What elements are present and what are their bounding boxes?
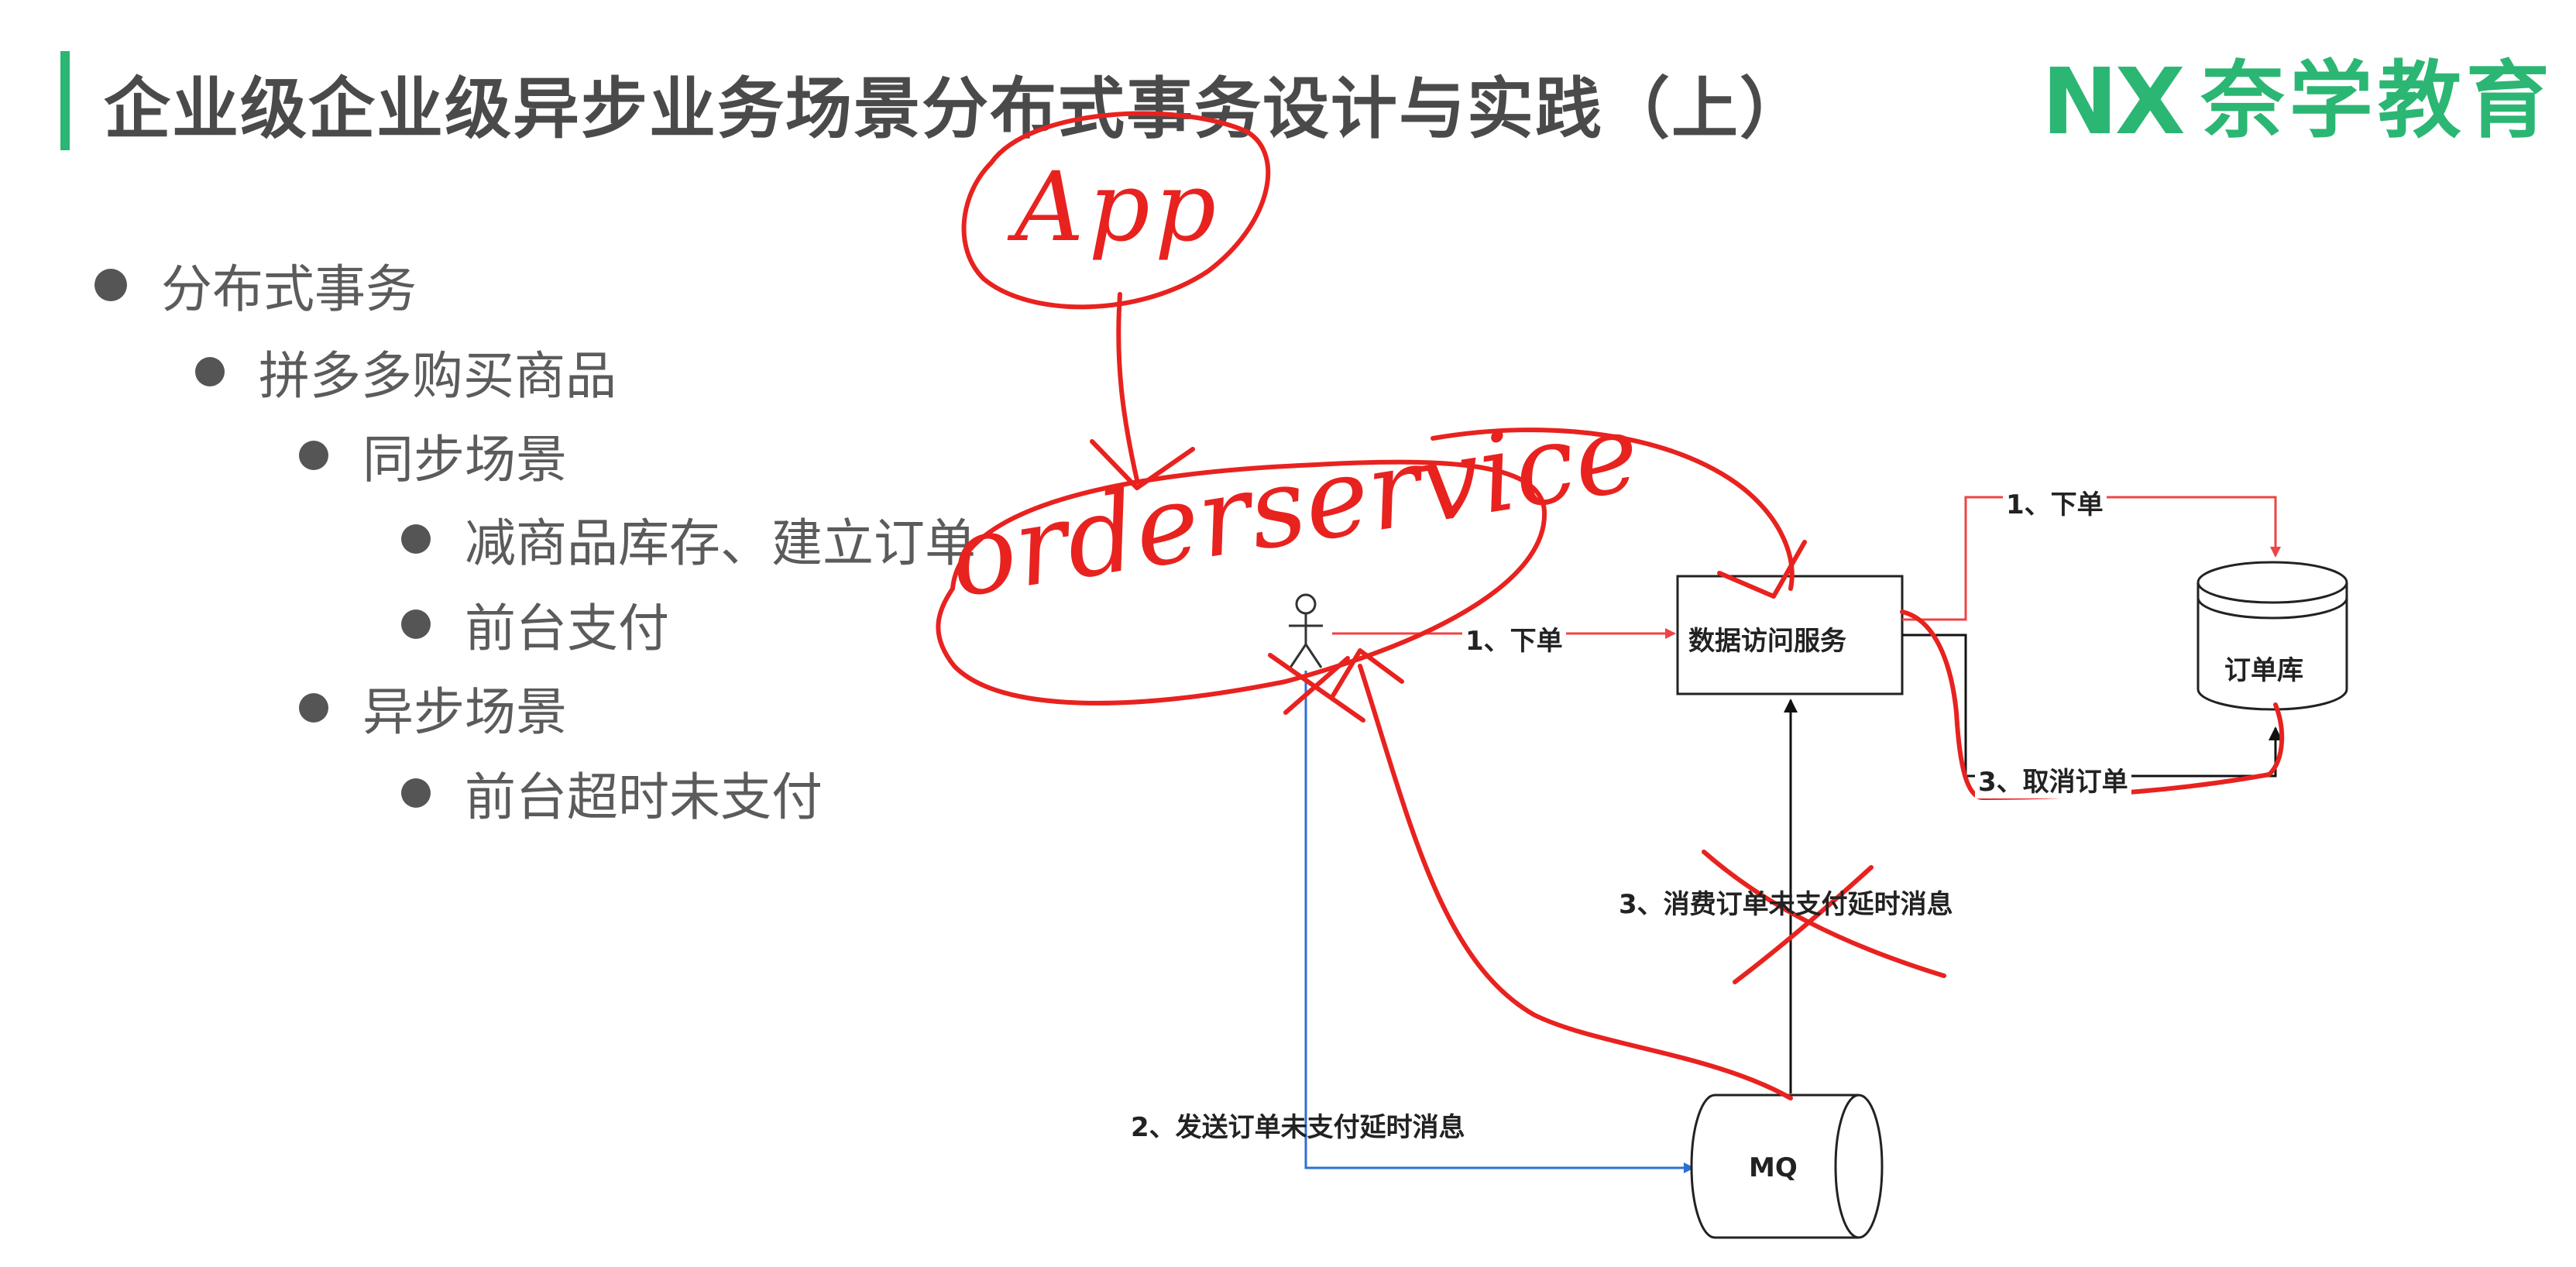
edge-label-place-order-db: 1、下单 — [2003, 483, 2107, 521]
app-circle-annotation — [961, 111, 1271, 310]
actor-icon — [1289, 593, 1323, 668]
data-service-label: 数据访问服务 — [1688, 626, 1846, 657]
mq-to-actor-annotation — [1358, 664, 1793, 1100]
outline-item: 分布式事务 — [94, 248, 417, 322]
outline-item: 异步场景 — [299, 671, 567, 745]
app-annotation-text: App — [1015, 152, 1221, 263]
mq-label: MQ — [1749, 1152, 1798, 1183]
mq-icon — [1690, 1094, 1884, 1239]
page-title: 企业级企业级异步业务场景分布式事务设计与实践（上） — [104, 70, 1808, 148]
bullet-dot-icon — [299, 693, 328, 723]
order-db-icon — [2196, 561, 2348, 711]
handwritten-annotations — [936, 111, 2285, 1100]
app-arrow-annotation — [1116, 292, 1139, 482]
logo-mark: NX — [2042, 48, 2186, 155]
outline-item-label: 分布式事务 — [161, 259, 417, 319]
bullet-dot-icon — [94, 269, 127, 301]
outline-item-label: 拼多多购买商品 — [259, 346, 617, 406]
outline-item-label: 同步场景 — [362, 430, 567, 489]
outline-item: 拼多多购买商品 — [195, 335, 617, 409]
outline-item: 同步场景 — [299, 418, 567, 493]
edge-send-delay-msg — [1304, 671, 1695, 1173]
edge-label-consume-delay-msg: 3、消费订单未支付延时消息 — [1619, 889, 1953, 920]
edge-place-order-db — [1902, 496, 2281, 621]
edge-label-place-order-service: 1、下单 — [1462, 620, 1566, 658]
bullet-dot-icon — [401, 524, 431, 554]
outline-item-label: 前台超时未支付 — [465, 767, 823, 827]
orderservice-circle-annotation — [936, 459, 1547, 706]
edge-label-cancel-order: 3、取消订单 — [1975, 761, 2131, 798]
logo-text: 奈学教育 — [2200, 53, 2554, 149]
bullet-dot-icon — [401, 778, 431, 808]
outline-item: 减商品库存、建立订单 — [401, 502, 976, 576]
brand-logo: NX 奈学教育 — [2042, 56, 2554, 147]
outline-item-label: 前台支付 — [465, 599, 669, 658]
bullet-dot-icon — [401, 609, 431, 639]
outline-item-label: 减商品库存、建立订单 — [465, 513, 976, 573]
outline-item: 前台超时未支付 — [401, 756, 823, 830]
outline-item: 前台支付 — [401, 587, 669, 661]
orderservice-to-service-annotation — [1431, 427, 1795, 591]
bullet-dot-icon — [195, 357, 225, 386]
bullet-dot-icon — [299, 441, 328, 470]
edge-label-send-delay-msg: 2、发送订单未支付延时消息 — [1131, 1112, 1465, 1143]
title-accent-bar — [60, 51, 70, 150]
order-db-label: 订单库 — [2224, 655, 2303, 686]
outline-item-label: 异步场景 — [362, 682, 567, 742]
data-service-box — [1676, 575, 1904, 695]
